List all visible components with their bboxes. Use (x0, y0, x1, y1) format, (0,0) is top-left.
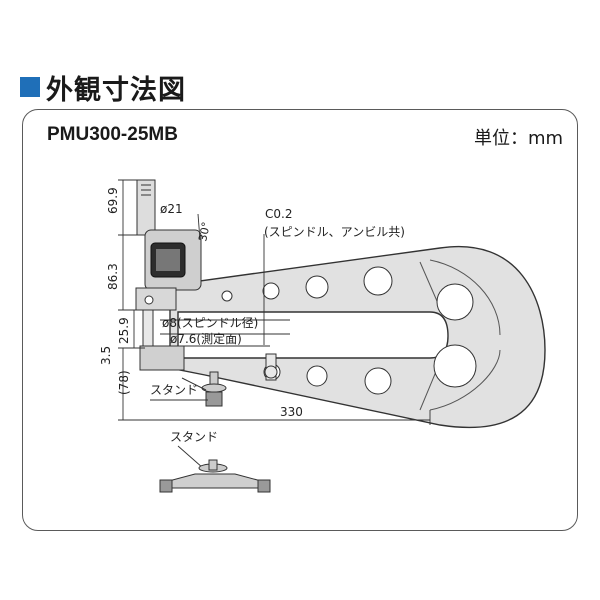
anvil-block (139, 345, 185, 371)
stand-base (164, 473, 266, 489)
dim-chamfer: C0.2 (265, 207, 292, 221)
model-number: PMU300-25MB (47, 124, 178, 145)
frame-hole (306, 365, 328, 387)
drawing-frame (22, 109, 578, 531)
frame-hole (436, 283, 474, 321)
stand-knob (201, 383, 227, 393)
frame-hole (305, 275, 329, 299)
unit-label: 単位：mm (474, 128, 564, 149)
spindle-sleeve (136, 179, 156, 236)
head-body (135, 287, 177, 311)
dim-depth: 330 (280, 405, 303, 419)
dim-face-dia: ø7.6(測定面) (170, 331, 242, 346)
dim-spindle-height: 69.9 (106, 187, 120, 214)
stand-label-main: スタンド (150, 383, 198, 397)
dim-gap: 25.9 (117, 317, 131, 344)
dim-chamfer-note: (スピンドル、アンビル共) (264, 225, 405, 239)
dim-thimble-dia: ø21 (160, 202, 183, 216)
blue-square-icon (20, 77, 40, 97)
frame-hole (433, 344, 477, 388)
dim-angle: 30° (196, 221, 213, 243)
section-heading: 外観寸法図 (20, 70, 186, 106)
frame-hole (221, 290, 233, 302)
section-title: 外観寸法図 (46, 74, 186, 106)
lock-icon (144, 295, 154, 305)
dim-head-height: 86.3 (106, 263, 120, 290)
frame-hole (262, 282, 280, 300)
stand-label-detail: スタンド (170, 430, 218, 444)
dim-offset: 3.5 (99, 346, 113, 365)
frame-hole (363, 266, 393, 296)
frame-hole (364, 367, 392, 395)
frame-slot (177, 311, 449, 359)
dim-stand-height: (78) (117, 370, 131, 395)
dim-spindle-dia: ø8(スピンドル径) (162, 316, 258, 330)
spindle (142, 309, 154, 349)
